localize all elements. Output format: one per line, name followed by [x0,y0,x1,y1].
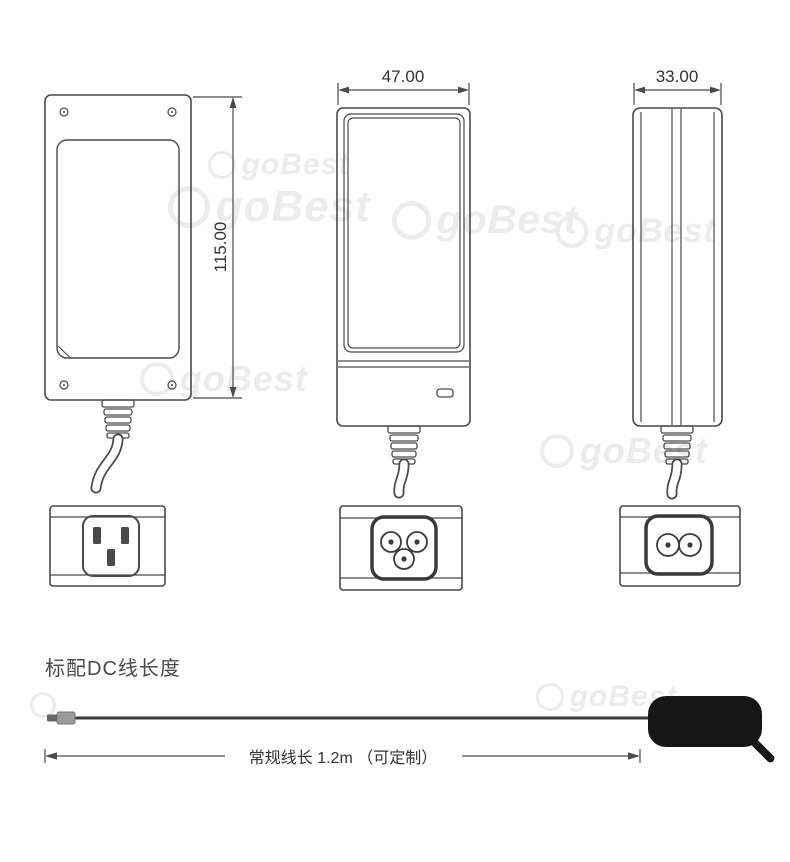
front-view [44,94,192,494]
gobest-logo-icon [540,434,574,468]
arrowhead-left-icon [338,86,349,94]
dc-cable-section-title: 标配DC线长度 [45,658,181,680]
gobest-logo-icon [556,215,589,248]
gobest-logo-icon [208,151,236,179]
output-cable [666,458,683,500]
watermark [30,692,57,719]
gobest-logo-icon [140,362,174,396]
watermark: goBest [208,148,349,182]
edge-width-dimension [633,83,722,105]
screw-icon [59,107,177,390]
front-height-label: 115.00 [211,221,230,273]
inlet-c14-view [49,505,166,587]
gobest-logo-icon [536,683,564,711]
arrowhead-down-icon [229,387,237,398]
edge-width-label: 33.00 [655,67,699,86]
arrowhead-left-icon [45,752,57,760]
arrowhead-right-icon [628,752,640,760]
side-width-label: 47.00 [381,67,425,86]
dc-plug-tip [56,711,76,725]
front-height-dimension [193,96,242,399]
arrowhead-left-icon [634,86,645,94]
strain-relief [101,399,135,439]
inlet-c6-view [339,505,463,591]
cable-length-dimension [44,749,641,763]
watermark-text: goBest [241,148,350,181]
wall-plug-body [648,696,762,747]
gobest-logo-icon [392,201,431,240]
side-width-dimension [337,83,470,105]
cable-length-label: 常规线长 1.2m （可定制） [248,750,438,767]
side-view [336,107,471,499]
led-window [436,388,454,398]
edge-view [632,107,723,500]
c14-pin-slots [93,527,129,566]
strain-relief [660,425,694,465]
arrowhead-up-icon [229,97,237,108]
c8-figure8 [656,533,702,557]
dc-plug-pin [47,714,57,722]
watermark: goBest [140,358,308,400]
arrowhead-right-icon [458,86,469,94]
watermark-text: goBest [179,358,308,399]
dc-cable-figure [47,696,775,763]
watermark: goBest [556,212,716,251]
strain-relief [387,425,421,465]
gobest-logo-icon [168,186,210,228]
arrowhead-right-icon [710,86,721,94]
wall-plug-blade [748,736,775,763]
c6-cloverleaf [380,531,428,570]
output-cable [90,433,124,494]
watermark-text: goBest [594,212,716,250]
inlet-c8-view [619,505,741,587]
output-cable [393,458,410,499]
gobest-logo-icon [30,692,57,719]
